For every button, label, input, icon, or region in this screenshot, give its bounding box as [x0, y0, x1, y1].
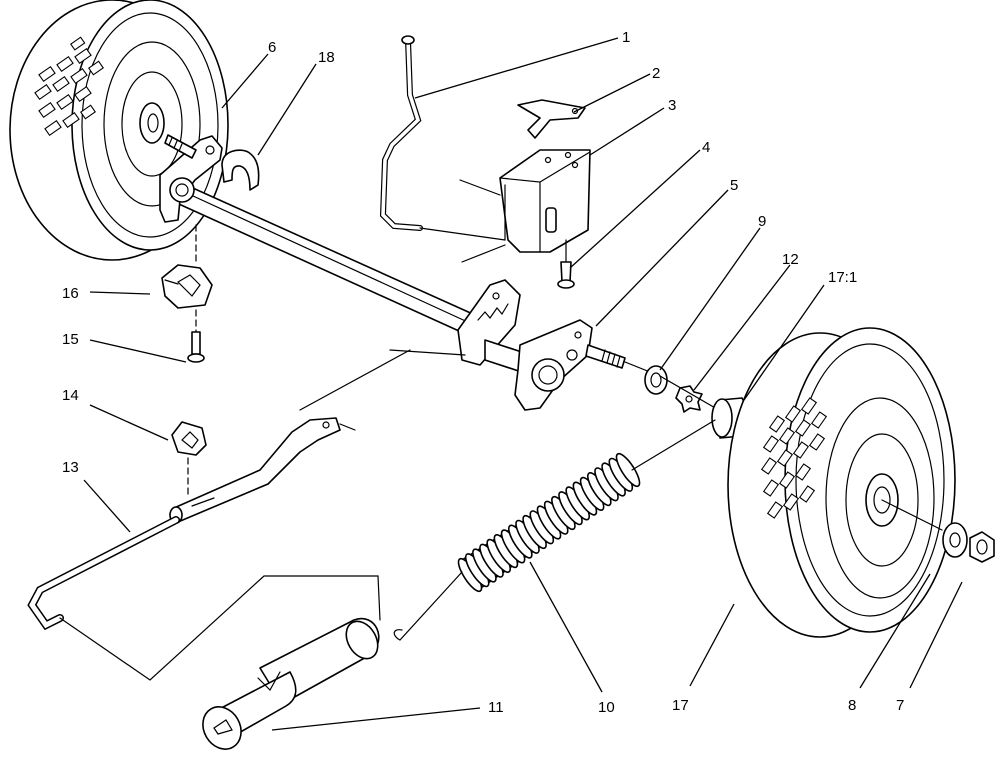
spacer-washer	[644, 365, 668, 395]
clamp-screw	[187, 331, 205, 363]
callout-8: 8	[848, 697, 856, 714]
axle-clamp-block	[161, 264, 213, 309]
saddle-clip	[221, 149, 260, 191]
extension-spring	[393, 419, 716, 641]
callout-7: 7	[896, 697, 904, 714]
leader-lines	[83, 37, 963, 731]
callout-18: 18	[318, 49, 335, 66]
callout-labels: 1 2 3 4 5 6 7 8 9 10 11 12 13 14 15 16 1…	[62, 29, 904, 716]
left-axle-bracket	[159, 134, 223, 223]
callout-4: 4	[702, 139, 710, 156]
left-wheel-tread	[34, 36, 104, 137]
rod-retainer	[171, 421, 207, 456]
callout-13: 13	[62, 459, 79, 476]
callout-12: 12	[782, 251, 799, 268]
callout-15: 15	[62, 331, 79, 348]
height-adjust-rod	[379, 35, 506, 241]
callout-11: 11	[488, 699, 504, 716]
right-wheel	[727, 327, 956, 638]
callout-16: 16	[62, 285, 79, 302]
axle-tube	[169, 179, 476, 337]
bracket-screw	[557, 239, 575, 289]
bracket-clip	[517, 99, 586, 139]
callout-5: 5	[730, 177, 738, 194]
callout-17-1: 17:1	[828, 269, 857, 286]
callout-14: 14	[62, 387, 79, 404]
spring-coil	[615, 452, 641, 488]
callout-1: 1	[622, 29, 630, 46]
callout-9: 9	[758, 213, 766, 230]
callout-17: 17	[672, 697, 689, 714]
star-lock-washer	[675, 385, 703, 413]
adjuster-lever	[27, 417, 356, 631]
right-axle-bracket	[457, 279, 661, 411]
wheel-washer	[942, 522, 968, 558]
callout-2: 2	[652, 65, 660, 82]
callout-10: 10	[598, 699, 615, 716]
lever-sleeve-tubes	[202, 617, 380, 750]
height-adjust-bracket	[459, 149, 591, 263]
left-wheel	[9, 0, 229, 261]
wheel-nut	[969, 531, 995, 563]
right-wheel-tread	[760, 397, 828, 519]
callout-3: 3	[668, 97, 676, 114]
callout-6: 6	[268, 39, 276, 56]
